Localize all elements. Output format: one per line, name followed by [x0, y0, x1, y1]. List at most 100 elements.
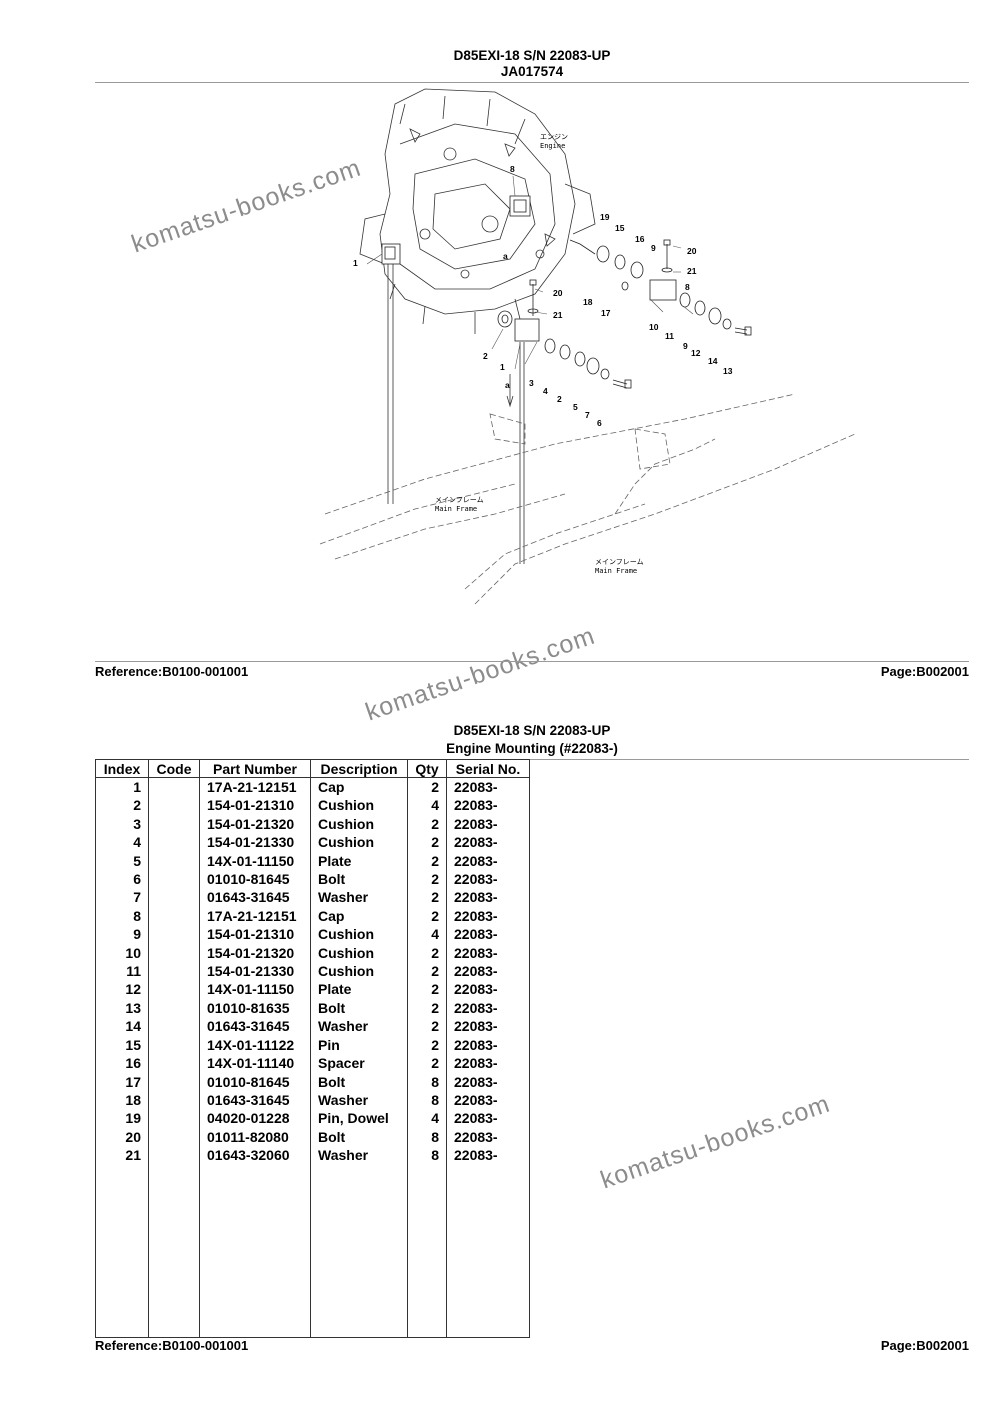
exploded-parts-drawing: 1 2 1 3 4 2 5 7 6 8 19 15 16 9 20 21 18 …	[95, 84, 969, 659]
cell-serial-no: 22083-	[446, 998, 530, 1018]
table-top-rule	[527, 759, 969, 760]
cell-description: Plate	[310, 851, 408, 871]
mainframe-label-jp-2: メインフレーム	[595, 558, 644, 566]
cell-qty: 2	[407, 980, 447, 999]
callout-6: 6	[597, 418, 602, 428]
cell-part-number: 01643-31645	[199, 1090, 311, 1110]
cell-qty: 2	[407, 962, 447, 981]
cell-index: 12	[95, 980, 149, 999]
cell-part-number: 01643-31645	[199, 888, 311, 907]
cell-description: Cushion	[310, 962, 408, 981]
cell-serial-no: 22083-	[446, 1109, 530, 1128]
cell-serial-no: 22083-	[446, 925, 530, 944]
cell-part-number: 01010-81635	[199, 998, 311, 1018]
callout-7a: 7	[585, 410, 590, 420]
engine-label-jp: エンジン	[540, 133, 568, 141]
callout-a1: a	[505, 380, 510, 390]
cell-qty: 2	[407, 888, 447, 907]
reference-1: Reference:B0100-001001	[95, 664, 249, 679]
callout-19: 19	[600, 212, 610, 222]
cell-description: Pin, Dowel	[310, 1109, 408, 1128]
cell-description: Cushion	[310, 925, 408, 944]
mainframe-label-jp-1: メインフレーム	[435, 496, 484, 504]
cell-code	[148, 962, 200, 981]
cell-qty: 2	[407, 943, 447, 963]
callout-3: 3	[529, 378, 534, 388]
callout-21b: 21	[553, 310, 563, 320]
cell-code	[148, 833, 200, 852]
callout-12: 12	[691, 348, 701, 358]
page1-subtitle: JA017574	[500, 64, 564, 79]
cell-description: Washer	[310, 888, 408, 907]
header-qty: Qty	[407, 759, 447, 778]
parts-table: Index Code Part Number Description Qty S…	[95, 759, 530, 1338]
callout-9a: 9	[651, 243, 656, 253]
watermark-3: komatsu-books.com	[597, 1089, 834, 1195]
cell-description: Washer	[310, 1146, 408, 1165]
callout-14: 14	[708, 356, 718, 366]
cell-index: 13	[95, 998, 149, 1018]
cell-description: Bolt	[310, 870, 408, 889]
callout-10: 10	[649, 322, 659, 332]
cell-index: 14	[95, 1017, 149, 1036]
cell-qty: 2	[407, 998, 447, 1018]
cell-index: 17	[95, 1072, 149, 1091]
cell-description: Bolt	[310, 1127, 408, 1147]
cell-qty: 8	[407, 1072, 447, 1091]
cell-description: Cushion	[310, 943, 408, 963]
cell-code	[148, 1054, 200, 1073]
callout-11: 11	[665, 331, 674, 341]
cell-code	[148, 925, 200, 944]
cell-description: Spacer	[310, 1054, 408, 1073]
page-number-2: Page:B002001	[880, 1338, 969, 1353]
cell-code	[148, 1109, 200, 1128]
cell-code	[148, 870, 200, 889]
cell-description: Cushion	[310, 814, 408, 834]
cell-part-number: 17A-21-12151	[199, 906, 311, 926]
filler-cell	[199, 1164, 311, 1338]
engine-label-en: Engine	[540, 142, 565, 150]
callout-15: 15	[615, 223, 625, 233]
cell-part-number: 154-01-21330	[199, 833, 311, 852]
filler-cell	[95, 1164, 149, 1338]
mainframe-label-en-1: Main Frame	[435, 505, 477, 513]
cell-code	[148, 796, 200, 815]
cell-qty: 4	[407, 925, 447, 944]
cell-index: 4	[95, 833, 149, 852]
cell-qty: 8	[407, 1090, 447, 1110]
page1-title: D85EXI-18 S/N 22083-UP	[453, 48, 611, 63]
cell-serial-no: 22083-	[446, 870, 530, 889]
header-index: Index	[95, 759, 149, 778]
cell-description: Pin	[310, 1035, 408, 1055]
cell-qty: 4	[407, 1109, 447, 1128]
callout-8b: 8	[685, 282, 690, 292]
cell-serial-no: 22083-	[446, 888, 530, 907]
cell-serial-no: 22083-	[446, 1072, 530, 1091]
cell-serial-no: 22083-	[446, 1035, 530, 1055]
callout-2a: 2	[483, 351, 488, 361]
cell-part-number: 14X-01-11122	[199, 1035, 311, 1055]
rear-mount-stack	[569, 239, 752, 336]
header-serial-no: Serial No.	[446, 759, 530, 778]
main-frame	[319, 393, 856, 605]
cell-code	[148, 1127, 200, 1147]
cell-qty: 2	[407, 1054, 447, 1073]
cell-serial-no: 22083-	[446, 851, 530, 871]
cell-part-number: 14X-01-11140	[199, 1054, 311, 1073]
cell-code	[148, 851, 200, 871]
table-header-row: Index Code Part Number Description Qty S…	[95, 759, 530, 778]
header-code: Code	[148, 759, 200, 778]
callout-16: 16	[635, 234, 645, 244]
cell-part-number: 01643-32060	[199, 1146, 311, 1165]
cell-qty: 2	[407, 1017, 447, 1036]
